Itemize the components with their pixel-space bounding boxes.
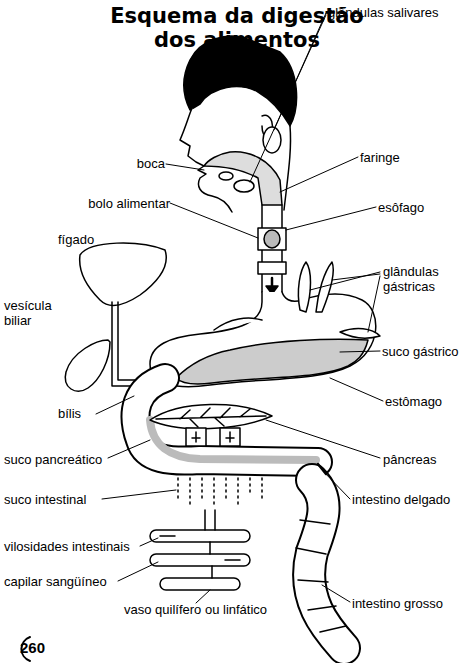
- leader-lines: [96, 13, 383, 603]
- leader-line: [332, 274, 380, 280]
- large-intestine: [309, 480, 344, 648]
- salivary-gland: [263, 127, 281, 153]
- leader-line: [118, 562, 158, 581]
- leader-line: [322, 470, 350, 499]
- neck-back: [284, 126, 291, 210]
- villi-link: [205, 510, 215, 578]
- leader-line: [310, 272, 380, 290]
- leader-line: [108, 440, 150, 458]
- leader-line: [322, 585, 350, 602]
- leader-line: [280, 157, 358, 192]
- part-label: suco pancreático: [4, 452, 114, 467]
- part-label: pâncreas: [383, 452, 468, 467]
- large-intestine: [309, 480, 344, 648]
- leader-line: [140, 538, 158, 546]
- part-label: glândulas gástricas: [383, 264, 463, 294]
- part-label: suco gástrico: [382, 344, 472, 359]
- part-label: glândulas salivares: [328, 5, 468, 20]
- esophagus-clamp: [258, 262, 286, 274]
- part-label: intestino grosso: [352, 596, 472, 611]
- part-label: capilar sangüíneo: [4, 574, 124, 589]
- small-intestine: [136, 378, 318, 462]
- part-label: bílis: [58, 406, 98, 421]
- part-label: bolo alimentar: [46, 196, 170, 211]
- leader-line: [368, 276, 380, 332]
- part-label: intestino delgado: [352, 492, 472, 507]
- stomach: [150, 292, 376, 387]
- bile-duct: [112, 302, 142, 386]
- leader-line: [340, 351, 380, 352]
- pancreas-vein: [156, 408, 266, 427]
- leader-line: [266, 420, 380, 458]
- gastric-gland: [316, 262, 333, 312]
- leader-line: [330, 378, 383, 401]
- leader-line: [96, 396, 134, 414]
- flow-marks: [160, 536, 240, 560]
- part-label: vesícula biliar: [4, 298, 66, 328]
- part-label: vilosidades intestinais: [4, 539, 144, 554]
- part-label: suco intestinal: [4, 492, 104, 507]
- part-label: boca: [120, 156, 165, 171]
- small-intestine: [136, 378, 318, 462]
- leader-line: [170, 203, 258, 238]
- juice-tap: [192, 432, 234, 442]
- part-label: esôfago: [378, 200, 468, 215]
- leader-line: [196, 590, 210, 603]
- leader-line: [286, 207, 376, 230]
- lymph-vessel: [160, 578, 240, 590]
- leader-line: [102, 490, 176, 499]
- part-label: estômago: [385, 394, 470, 409]
- gastric-gland: [340, 329, 380, 339]
- gastric-gland: [298, 262, 310, 312]
- liver: [80, 243, 167, 305]
- gallbladder: [65, 340, 110, 391]
- part-label: faringe: [360, 150, 460, 165]
- part-label: vaso quilífero ou linfático: [124, 602, 304, 617]
- mouth-cavity: [204, 152, 282, 205]
- drips: [178, 478, 262, 506]
- gastric-juice: [176, 339, 368, 384]
- salivary-gland: [234, 180, 254, 192]
- pancreas: [150, 404, 272, 428]
- salivary-gland: [219, 172, 233, 180]
- food-bolus: [264, 230, 280, 248]
- part-label: fígado: [58, 232, 128, 247]
- leader-line: [166, 164, 204, 170]
- esophagus-clamp: [258, 228, 286, 250]
- intestine-fold: [296, 520, 346, 632]
- gastric-gland: [214, 318, 262, 330]
- page-number: 260: [20, 640, 54, 655]
